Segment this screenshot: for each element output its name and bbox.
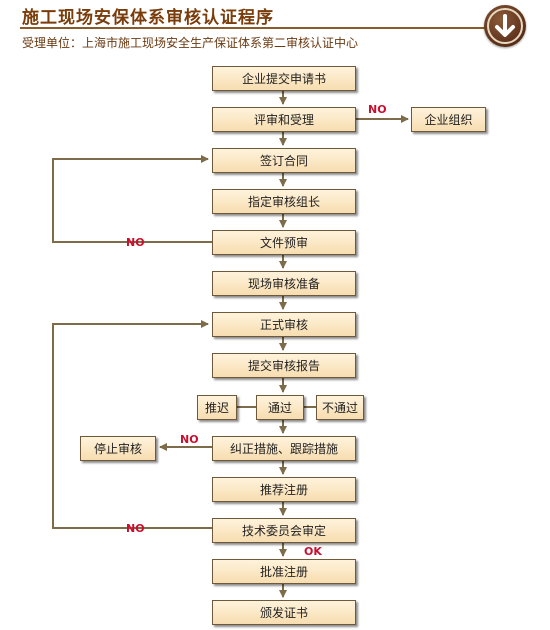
step-pass: 通过 [256, 395, 304, 420]
step-postpone: 推迟 [197, 395, 237, 420]
step-apply: 企业提交申请书 [212, 66, 356, 91]
page-subtitle: 受理单位：上海市施工现场安全生产保证体系第二审核认证中心 [22, 36, 359, 50]
step-issue: 颁发证书 [212, 600, 356, 625]
header: 施工现场安保体系审核认证程序 [0, 0, 550, 34]
step-review-accept: 评审和受理 [212, 107, 356, 132]
step-committee: 技术委员会审定 [212, 518, 356, 543]
step-org: 企业组织 [411, 107, 486, 132]
step-approve: 批准注册 [212, 559, 356, 584]
down-arrow-icon[interactable] [484, 5, 526, 47]
step-sign-contract: 签订合同 [212, 148, 356, 173]
step-assign-leader: 指定审核组长 [212, 189, 356, 214]
label-no-review: NO [368, 103, 387, 116]
step-stop-audit: 停止审核 [80, 436, 156, 461]
step-site-prep: 现场审核准备 [212, 271, 356, 296]
label-no-corrective: NO [180, 433, 199, 446]
label-no-doc-review: NO [126, 236, 145, 249]
step-formal-audit: 正式审核 [212, 312, 356, 337]
label-ok: OK [304, 545, 322, 558]
label-no-committee: NO [126, 522, 145, 535]
step-corrective: 纠正措施、跟踪措施 [212, 436, 356, 461]
page-title: 施工现场安保体系审核认证程序 [22, 8, 274, 28]
step-fail: 不通过 [316, 395, 364, 420]
step-submit-report: 提交审核报告 [212, 353, 356, 378]
title-underline [20, 27, 490, 29]
step-doc-pre-review: 文件预审 [212, 230, 356, 255]
step-recommend: 推荐注册 [212, 477, 356, 502]
